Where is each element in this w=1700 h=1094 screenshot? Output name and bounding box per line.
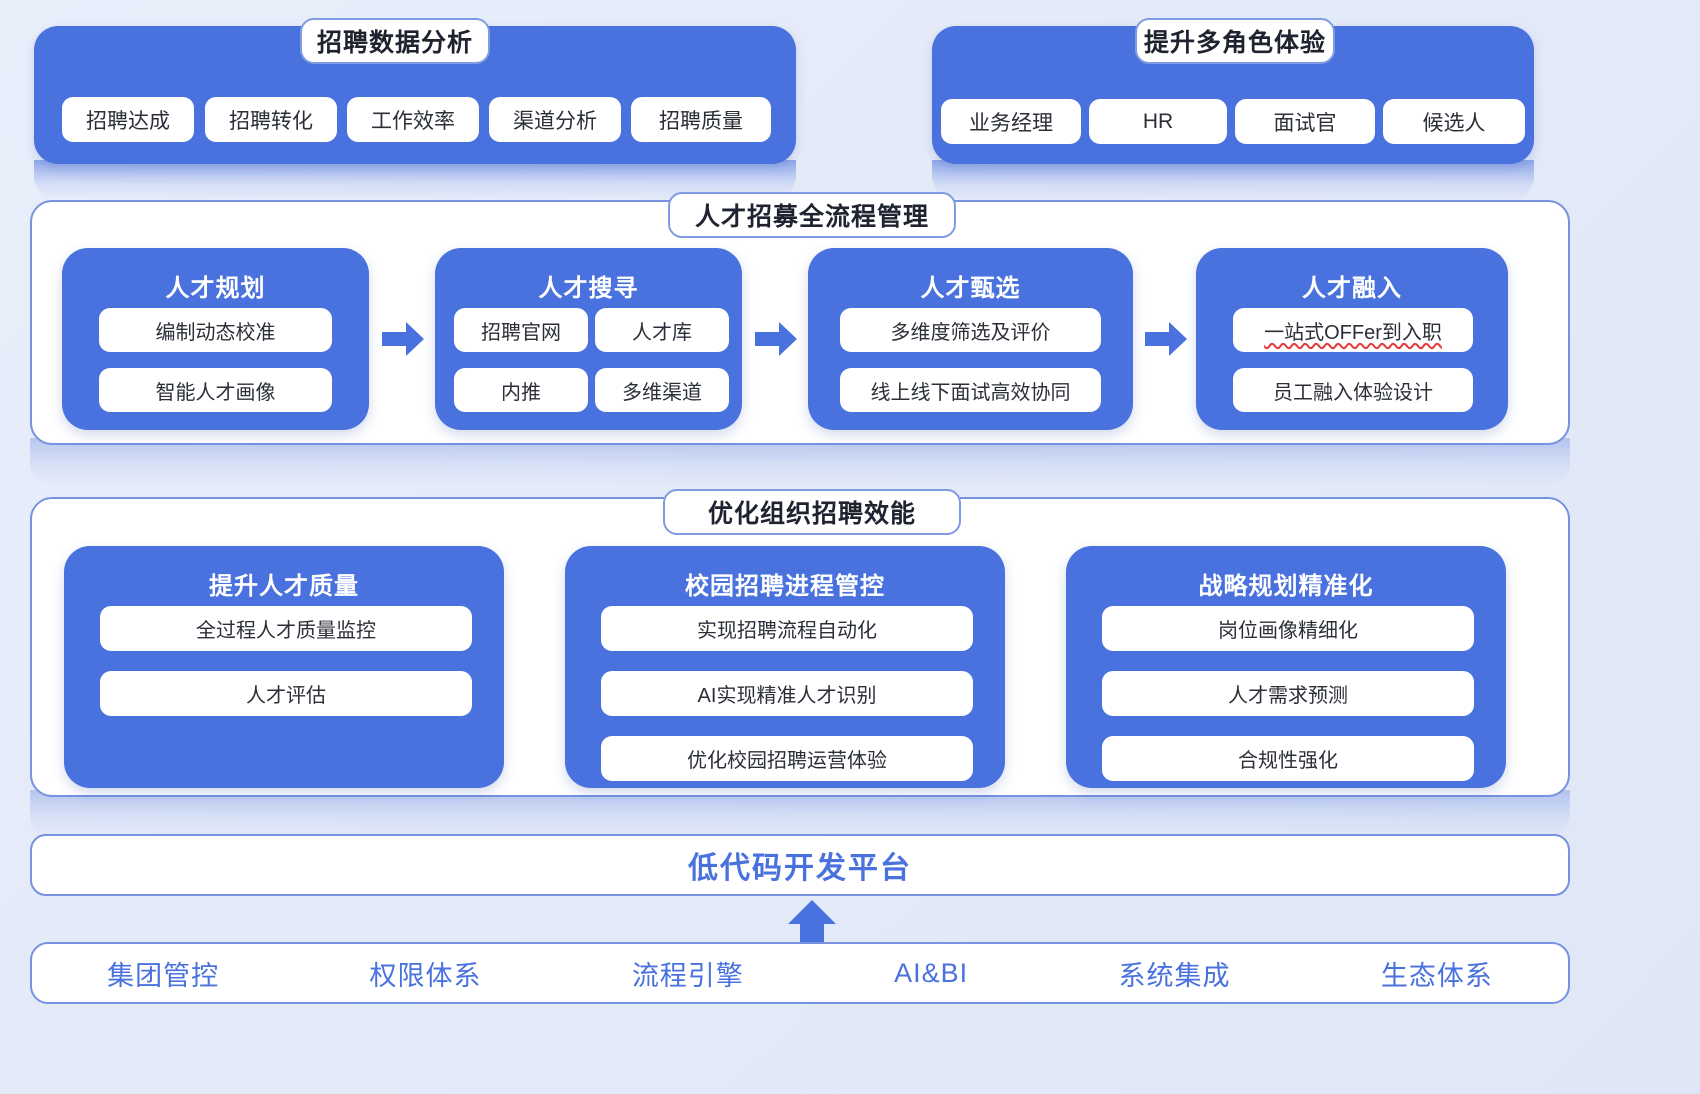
optimize-title-talent-quality: 提升人才质量 [209,573,359,600]
optimize-column-campus-recruiting: 校园招聘进程管控 实现招聘流程自动化 AI实现精准人才识别 优化校园招聘运营体验 [565,546,1005,788]
foundation-item-ecosystem[interactable]: 生态体系 [1380,960,1493,991]
chip-candidate[interactable]: 候选人 [1383,99,1525,144]
chip-campus-operation-experience[interactable]: 优化校园招聘运营体验 [601,736,973,781]
stage-title-talent-onboarding: 人才融入 [1302,275,1402,302]
arrow-up-icon [788,900,836,948]
chip-offer-to-onboard[interactable]: 一站式OFFer到入职 [1233,308,1473,352]
chip-channel-analysis[interactable]: 渠道分析 [489,97,621,142]
chip-full-process-quality-monitoring[interactable]: 全过程人才质量监控 [100,606,472,651]
panel-title-multi-role-experience: 提升多角色体验 [1135,18,1335,64]
chip-hr[interactable]: HR [1089,99,1227,144]
stage-talent-onboarding: 人才融入 一站式OFFer到入职 员工融入体验设计 [1196,248,1508,430]
chip-recruit-quality[interactable]: 招聘质量 [631,97,771,142]
arrow-right-icon-3 [1145,322,1187,356]
chip-ai-talent-identification[interactable]: AI实现精准人才识别 [601,671,973,716]
chip-recruit-conversion[interactable]: 招聘转化 [205,97,337,142]
optimize-panel-reflection [30,790,1570,838]
process-panel-reflection [30,438,1570,486]
panel-title-talent-process: 人才招募全流程管理 [668,192,956,238]
chip-talent-pool[interactable]: 人才库 [595,308,729,352]
chip-talent-demand-forecast[interactable]: 人才需求预测 [1102,671,1474,716]
stage-title-talent-planning: 人才规划 [165,275,266,302]
chip-work-efficiency[interactable]: 工作效率 [347,97,479,142]
low-code-platform-bar[interactable]: 低代码开发平台 [30,834,1570,896]
optimize-title-campus-recruiting: 校园招聘进程管控 [685,573,885,600]
chip-referral[interactable]: 内推 [454,368,588,412]
foundation-item-workflow-engine[interactable]: 流程引擎 [631,960,744,991]
top-right-reflection [932,160,1534,200]
foundation-item-system-integration[interactable]: 系统集成 [1118,960,1231,991]
arrow-right-icon-1 [382,322,424,356]
chip-offer-to-onboard-label: 一站式OFFer到入职 [1264,321,1442,344]
chip-business-manager[interactable]: 业务经理 [941,99,1081,144]
panel-title-recruit-data-analysis: 招聘数据分析 [300,18,490,64]
low-code-platform-label: 低代码开发平台 [688,852,912,885]
foundation-item-ai-bi[interactable]: AI&BI [894,957,969,988]
foundation-item-group-control[interactable]: 集团管控 [107,960,220,991]
arrow-right-icon-2 [755,322,797,356]
chip-interviewer[interactable]: 面试官 [1235,99,1375,144]
chip-compliance-strengthening[interactable]: 合规性强化 [1102,736,1474,781]
stage-title-talent-sourcing: 人才搜寻 [538,275,639,302]
foundation-item-permission-system[interactable]: 权限体系 [369,960,482,991]
chip-talent-assessment[interactable]: 人才评估 [100,671,472,716]
chip-headcount-calibration[interactable]: 编制动态校准 [99,308,332,352]
optimize-title-strategic-planning: 战略规划精准化 [1198,573,1374,600]
stage-title-talent-selection: 人才甄选 [920,275,1021,302]
chip-job-profile-refinement[interactable]: 岗位画像精细化 [1102,606,1474,651]
chip-smart-talent-profile[interactable]: 智能人才画像 [99,368,332,412]
chip-multidim-screening[interactable]: 多维度筛选及评价 [840,308,1101,352]
optimize-column-strategic-planning: 战略规划精准化 岗位画像精细化 人才需求预测 合规性强化 [1066,546,1506,788]
stage-talent-planning: 人才规划 编制动态校准 智能人才画像 [62,248,369,430]
stage-talent-sourcing: 人才搜寻 招聘官网 人才库 内推 多维渠道 [435,248,742,430]
chip-recruit-achievement[interactable]: 招聘达成 [62,97,194,142]
chip-onboarding-experience[interactable]: 员工融入体验设计 [1233,368,1473,412]
chip-online-offline-interview[interactable]: 线上线下面试高效协同 [840,368,1101,412]
stage-talent-selection: 人才甄选 多维度筛选及评价 线上线下面试高效协同 [808,248,1133,430]
chip-career-site[interactable]: 招聘官网 [454,308,588,352]
panel-title-optimize-efficiency: 优化组织招聘效能 [663,489,961,535]
optimize-column-talent-quality: 提升人才质量 全过程人才质量监控 人才评估 [64,546,504,788]
foundation-capabilities-bar: 集团管控 权限体系 流程引擎 AI&BI 系统集成 生态体系 [30,942,1570,1004]
chip-process-automation[interactable]: 实现招聘流程自动化 [601,606,973,651]
chip-multi-channel[interactable]: 多维渠道 [595,368,729,412]
